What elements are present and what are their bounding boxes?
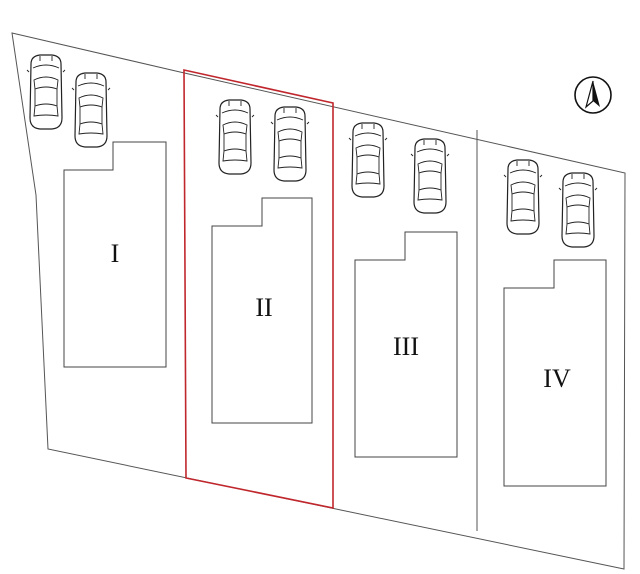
north-arrow-icon [574,76,612,114]
building-footprint [211,197,313,424]
lot-boundary-selected[interactable] [183,69,334,509]
building-footprint [503,259,607,487]
lot-2[interactable]: II [211,99,313,424]
lot-label: I [111,239,120,268]
car-icon [558,172,598,248]
car-icon [410,138,450,214]
site-boundary [11,32,626,570]
lot-4[interactable]: IV [503,159,607,487]
car-icon [503,159,543,235]
car-icon [270,106,310,182]
car-icon [71,72,111,148]
car-icon [348,122,388,198]
lot-label: II [255,293,272,322]
lot-label: III [393,332,419,361]
lot-1[interactable]: I [26,54,167,368]
car-icon [26,54,66,130]
lot-label: IV [543,364,571,393]
car-icon [215,99,255,175]
building-footprint [63,141,167,368]
building-footprint [354,231,458,458]
lot-3[interactable]: III [348,122,458,458]
